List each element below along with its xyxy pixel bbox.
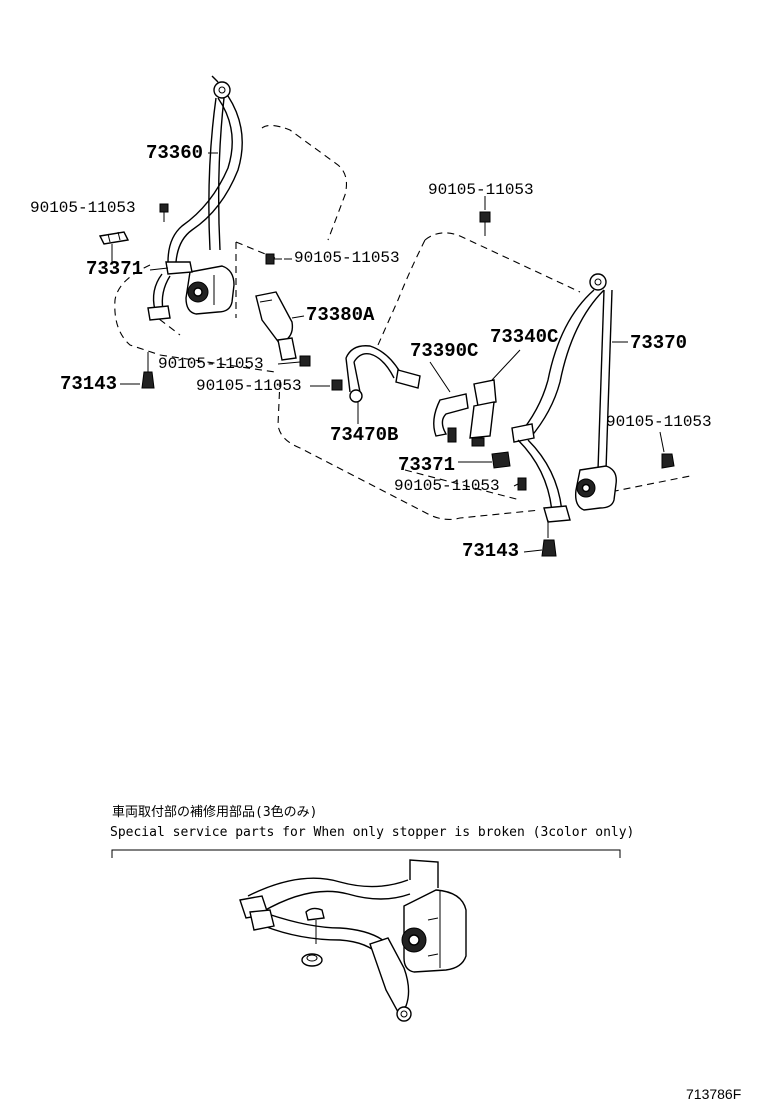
buckle-73380a — [255, 291, 297, 361]
right-seat-belt — [479, 211, 675, 557]
label-73470b: 73470B — [330, 424, 399, 446]
leader-lines — [111, 152, 665, 553]
label-90105-11053-c: 90105-11053 — [158, 355, 264, 373]
label-73370: 73370 — [630, 332, 688, 354]
center-belt-73470b — [345, 345, 421, 403]
label-73143-left: 73143 — [60, 373, 118, 395]
label-73380a: 73380A — [306, 304, 375, 326]
buckles-right — [433, 379, 497, 447]
label-73371-right: 73371 — [398, 454, 456, 476]
note-japanese: 車両取付部の補修用部品(3色のみ) — [112, 805, 318, 820]
label-90105-11053-b: 90105-11053 — [294, 249, 400, 267]
label-90105-11053-a: 90105-11053 — [30, 199, 136, 217]
label-73360: 73360 — [146, 142, 204, 164]
label-90105-11053-g: 90105-11053 — [394, 477, 500, 495]
note-english: Special service parts for When only stop… — [110, 825, 635, 840]
left-seat-belt — [98, 75, 343, 391]
label-90105-11053-f: 90105-11053 — [606, 413, 712, 431]
label-73340c: 73340C — [490, 326, 559, 348]
label-90105-11053-e: 90105-11053 — [428, 181, 534, 199]
label-73390c: 73390C — [410, 340, 479, 362]
detail-illustration — [239, 859, 467, 1022]
label-90105-11053-d: 90105-11053 — [196, 377, 302, 395]
label-73371-left: 73371 — [86, 258, 144, 280]
label-73143-right: 73143 — [462, 540, 520, 562]
figure-code: 713786F — [686, 1086, 742, 1102]
note-bracket — [111, 849, 621, 858]
